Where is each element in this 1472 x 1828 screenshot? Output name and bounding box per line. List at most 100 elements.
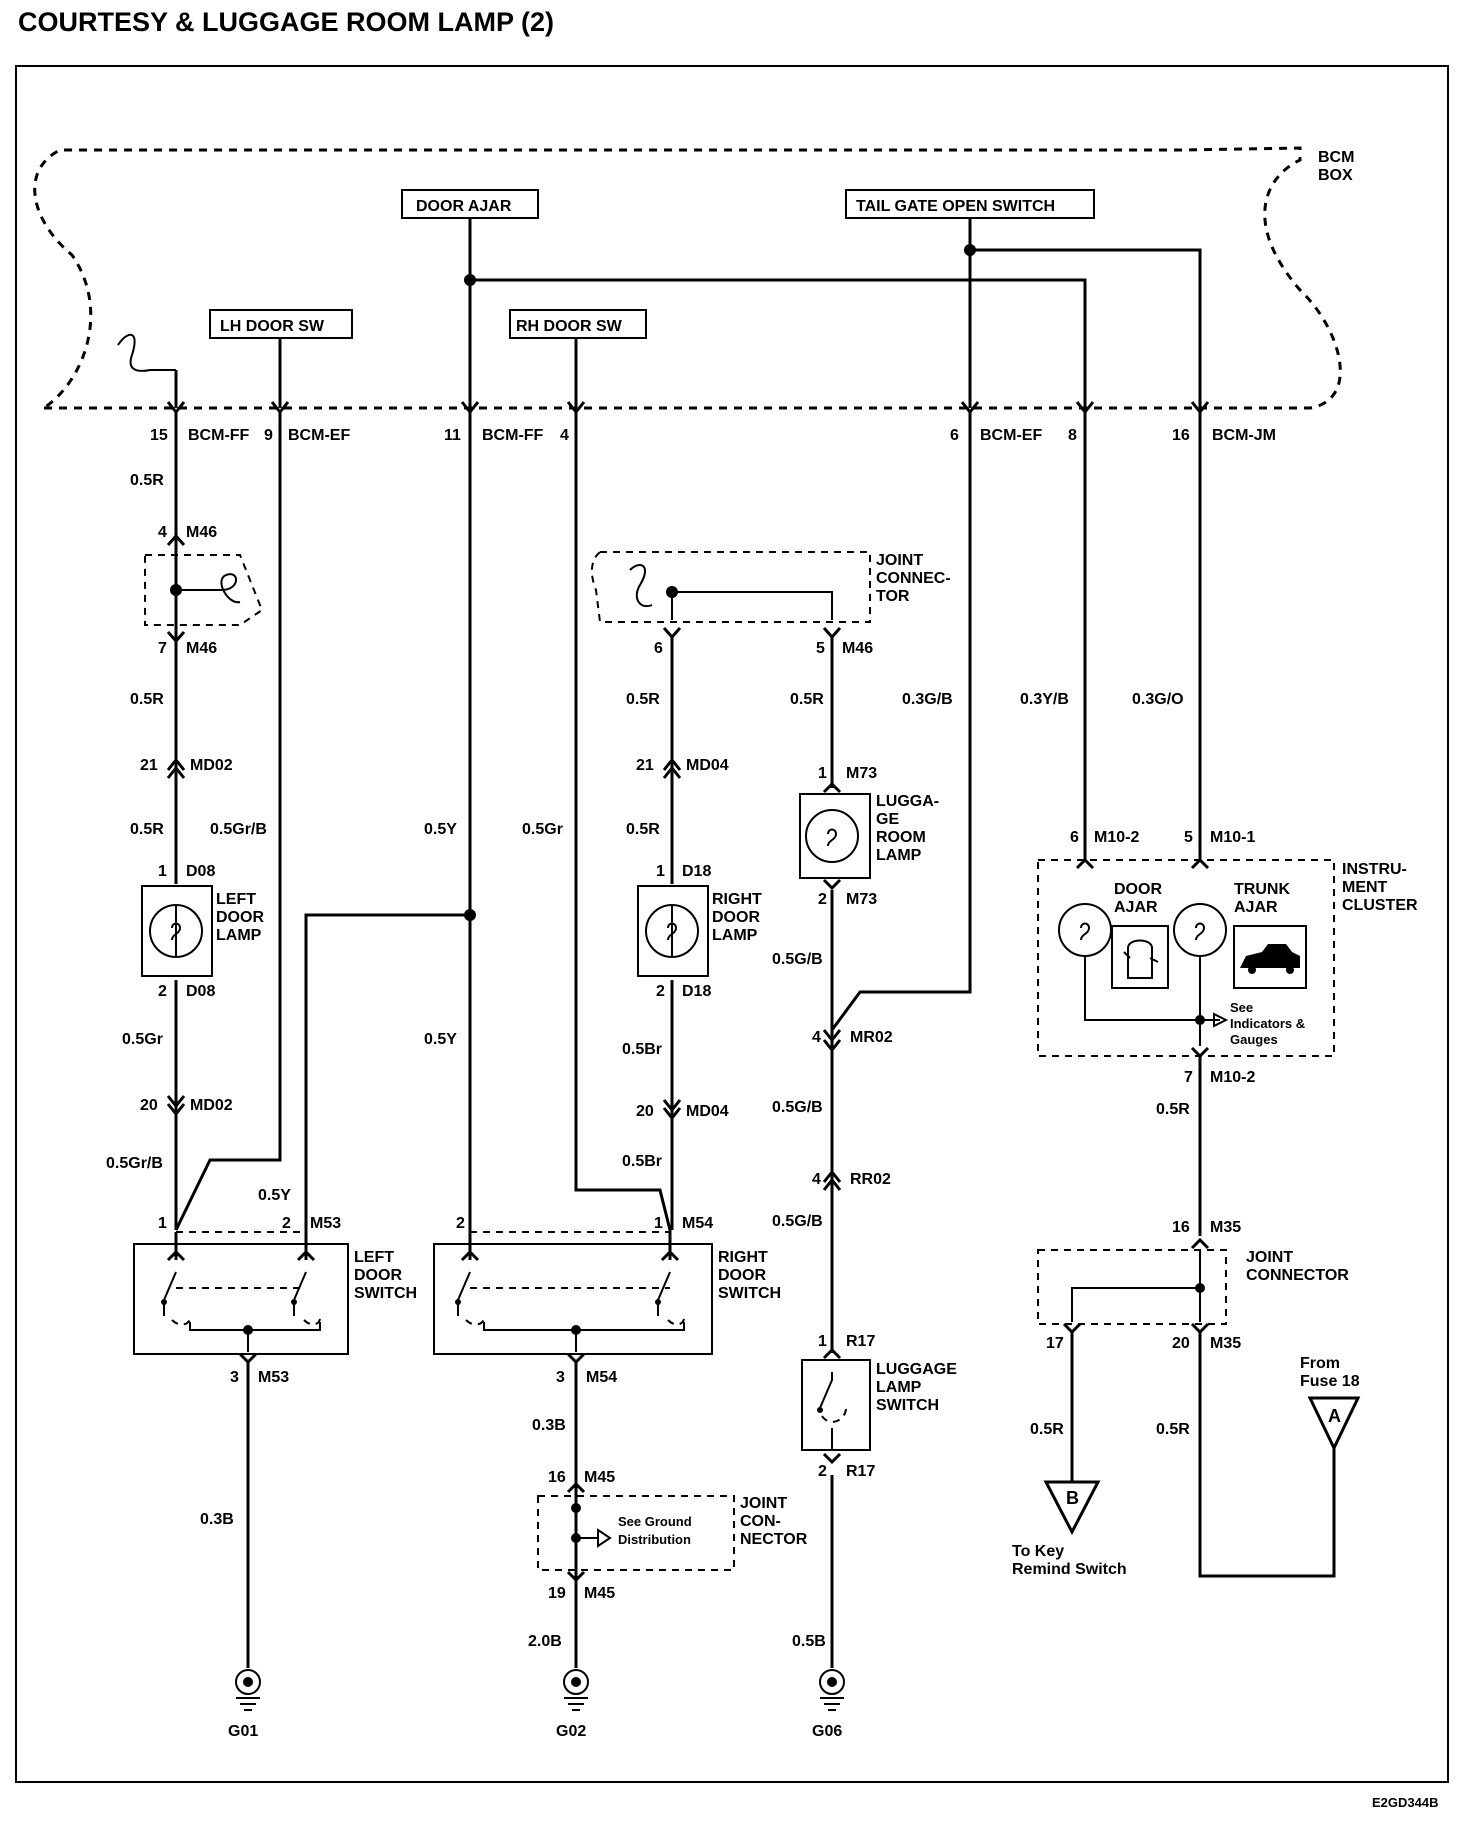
- svg-text:TAIL GATE OPEN SWITCH: TAIL GATE OPEN SWITCH: [856, 198, 1055, 215]
- wire-label: 0.5Gr/B: [106, 1155, 163, 1172]
- connector-label: MD04: [686, 757, 729, 774]
- pin-number: 1: [818, 765, 827, 782]
- pin-number: 2: [656, 983, 665, 1000]
- instrument-cluster: DOOR AJAR TRUNK AJAR See Indicators & Ga…: [1037, 857, 1418, 1057]
- connector-label: MR02: [850, 1029, 893, 1046]
- wire-label: 0.5Gr: [522, 821, 563, 838]
- svg-text:LAMP: LAMP: [876, 1379, 922, 1396]
- bcm-box-outline: [33, 146, 1342, 410]
- wire-label: 0.5Gr/B: [210, 821, 267, 838]
- wire-label: 0.3B: [532, 1417, 566, 1434]
- pin-number: 3: [230, 1369, 239, 1386]
- pin-number: 16: [1172, 1219, 1190, 1236]
- connector-label: M54: [682, 1215, 713, 1232]
- svg-text:RIGHT: RIGHT: [712, 891, 762, 908]
- wire-label: 0.5Y: [424, 821, 457, 838]
- lh-door-sw-signal: LH DOOR SW: [209, 309, 353, 339]
- wire-label: 0.3G/O: [1132, 691, 1184, 708]
- m35-joint-connector: JOINT CONNECTOR: [1037, 1237, 1349, 1335]
- bcm-box-label-1: BCM: [1318, 149, 1354, 166]
- wire-label: 0.3B: [200, 1511, 234, 1528]
- connector-symbol: [166, 533, 186, 546]
- pin-number: 4: [158, 524, 167, 541]
- wire-label: 0.5G/B: [772, 951, 823, 968]
- pin-number: 7: [158, 640, 167, 657]
- connector-symbol: [566, 1481, 586, 1494]
- svg-text:AJAR: AJAR: [1114, 899, 1158, 916]
- svg-text:To Key: To Key: [1012, 1543, 1064, 1560]
- svg-text:B: B: [1066, 1488, 1079, 1508]
- wire-left-switch-feed: [304, 913, 470, 1240]
- pin-number: 2: [818, 1463, 827, 1480]
- pin-number: 5: [1184, 829, 1193, 846]
- svg-text:LUGGA-: LUGGA-: [876, 793, 939, 810]
- pin-number: 7: [1184, 1069, 1193, 1086]
- right-door-switch: RIGHT DOOR SWITCH: [433, 1230, 781, 1355]
- svg-text:G06: G06: [812, 1723, 842, 1740]
- svg-text:LUGGAGE: LUGGAGE: [876, 1361, 957, 1378]
- pin-number: 21: [140, 757, 158, 774]
- svg-text:TRUNK: TRUNK: [1234, 881, 1290, 898]
- pin-number: 16: [548, 1469, 566, 1486]
- wire-label: 0.5B: [792, 1633, 826, 1650]
- bcm-conn-ef-2: BCM-EF: [980, 427, 1042, 444]
- wire-label: 0.5R: [1156, 1101, 1190, 1118]
- splice-dot: [464, 274, 476, 286]
- pin-number: 2: [282, 1215, 291, 1232]
- wire-label: 0.5Br: [622, 1041, 662, 1058]
- wire-label: 0.5R: [626, 691, 660, 708]
- wire-rh-door-sw: [574, 412, 672, 1231]
- connector-symbol: [166, 631, 186, 644]
- pin-number: 21: [636, 757, 654, 774]
- svg-text:DOOR: DOOR: [216, 909, 264, 926]
- connector-symbol: [822, 1029, 842, 1053]
- pin-number: 4: [812, 1171, 821, 1188]
- wire-g02: [566, 1352, 586, 1668]
- pin-number: 2: [456, 1215, 465, 1232]
- pin-number: 19: [548, 1585, 566, 1602]
- connector-label: M73: [846, 891, 877, 908]
- svg-text:See Ground: See Ground: [618, 1514, 692, 1529]
- wire-label: 0.5G/B: [772, 1213, 823, 1230]
- connector-label: M45: [584, 1469, 615, 1486]
- bcm-conn-jm: BCM-JM: [1212, 427, 1276, 444]
- wire-label: 0.5R: [1156, 1421, 1190, 1438]
- connector-label: MD02: [190, 757, 233, 774]
- svg-text:Fuse 18: Fuse 18: [1300, 1373, 1360, 1390]
- svg-text:CONNECTOR: CONNECTOR: [1246, 1267, 1349, 1284]
- bcm-pin-15: 15: [150, 427, 168, 444]
- svg-text:G01: G01: [228, 1723, 258, 1740]
- wire-fuse18: [1198, 1332, 1336, 1578]
- bcm-pin-11: 11: [444, 427, 461, 444]
- svg-text:JOINT: JOINT: [1246, 1249, 1293, 1266]
- wire-label: 0.5Gr: [122, 1031, 163, 1048]
- svg-text:CLUSTER: CLUSTER: [1342, 897, 1418, 914]
- bcm-conn-ef: BCM-EF: [288, 427, 350, 444]
- fuse-18-ref: From Fuse 18 A: [1300, 1355, 1361, 1452]
- joint-label: JOINT: [876, 552, 923, 569]
- svg-text:RH DOOR SW: RH DOOR SW: [516, 318, 623, 335]
- connector-label: D08: [186, 863, 215, 880]
- shield-symbol: [117, 333, 176, 372]
- svg-text:JOINT: JOINT: [740, 1495, 787, 1512]
- bcm-conn-ff: BCM-FF: [188, 427, 250, 444]
- joint-shield: [629, 564, 653, 608]
- svg-text:RIGHT: RIGHT: [718, 1249, 768, 1266]
- bcm-pin-6: 6: [950, 427, 959, 444]
- svg-text:Remind Switch: Remind Switch: [1012, 1561, 1127, 1578]
- svg-text:LH DOOR SW: LH DOOR SW: [220, 318, 325, 335]
- svg-text:Distribution: Distribution: [618, 1532, 691, 1547]
- connector-label: M46: [842, 640, 873, 657]
- pin-number: 20: [1172, 1335, 1190, 1352]
- svg-text:LEFT: LEFT: [216, 891, 256, 908]
- connector-symbol: [662, 1099, 682, 1121]
- wire-label: 0.5R: [130, 821, 164, 838]
- luggage-lamp-switch: LUGGAGE LAMP SWITCH: [801, 1347, 957, 1465]
- svg-text:Gauges: Gauges: [1230, 1032, 1278, 1047]
- wire-label: 0.5R: [1030, 1421, 1064, 1438]
- bcm-pin-8: 8: [1068, 427, 1077, 444]
- m46-shield: [176, 573, 241, 604]
- bcm-pin-4: 4: [560, 427, 569, 444]
- splice-dot: [964, 244, 976, 256]
- top-joint-bus: [671, 591, 833, 620]
